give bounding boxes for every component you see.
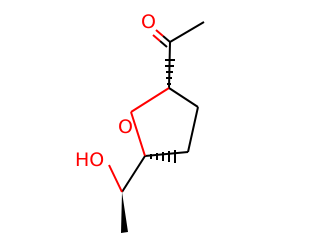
carbonyl-double-bond-inner-oxygen-half — [152, 34, 161, 42]
ring-oxygen-label: O — [118, 116, 133, 138]
hashed-wedge-c2 — [165, 59, 175, 85]
hydroxyethyl-group — [108, 155, 146, 233]
molecule-structure: O O HO — [75, 11, 205, 233]
ring-bond-c3-c4 — [187, 106, 199, 153]
ring-bond-c2-c3 — [168, 87, 199, 108]
hashed-wedge-c5 — [150, 150, 176, 163]
carbonyl-double-bond-outer — [162, 35, 171, 43]
wedge-bond-methyl — [121, 192, 128, 233]
hydroxyl-label: HO — [75, 149, 104, 171]
carbonyl-double-bond-outer-oxygen-half — [155, 29, 164, 37]
acetyl-methyl-bond — [169, 21, 205, 43]
ring-bond-c2-o — [130, 87, 170, 113]
oxolane-ring — [130, 87, 199, 157]
acetyl-group — [152, 21, 205, 89]
side-chain-bond — [121, 155, 146, 193]
carbonyl-double-bond-inner — [159, 40, 168, 48]
ring-bond-c4-c5 — [144, 151, 189, 157]
carbonyl-oxygen-label: O — [141, 11, 156, 33]
ring-bond-o-c5 — [130, 111, 146, 157]
hydroxyl-bond — [108, 164, 123, 193]
